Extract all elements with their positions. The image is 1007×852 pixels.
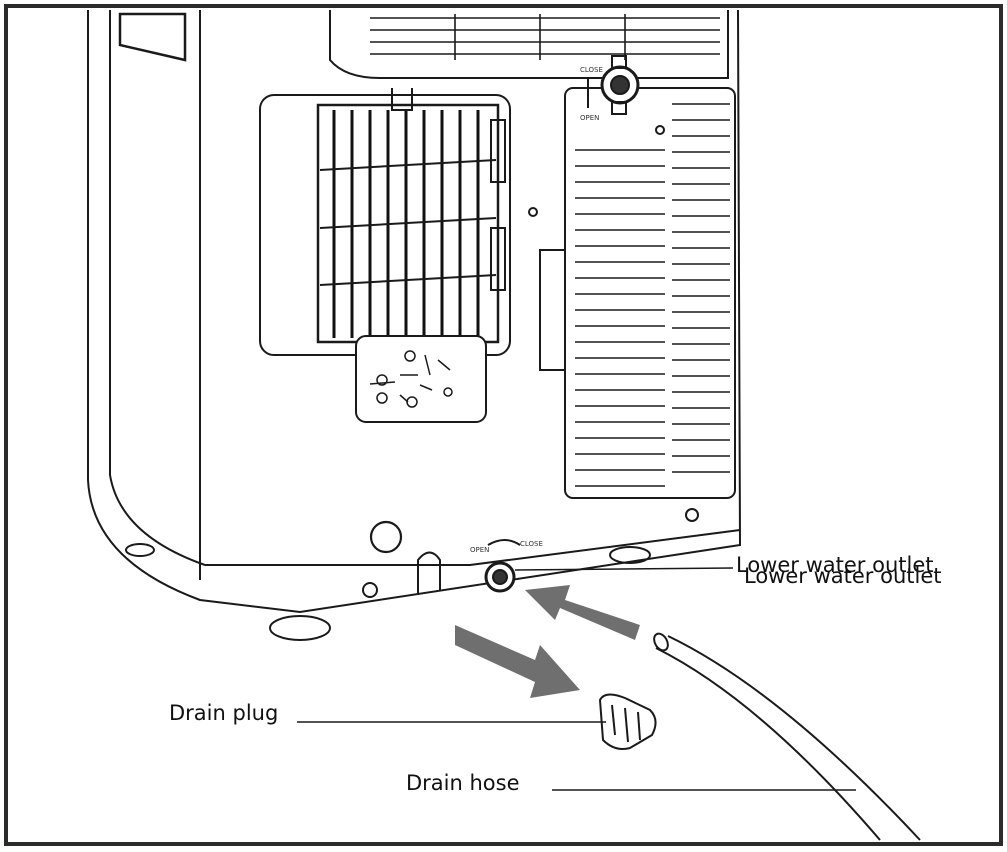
top-valve-open-marking: OPEN [580,114,599,122]
bottom-valve-open-marking: OPEN [470,546,489,554]
frame-border [4,4,1003,846]
lower-water-outlet-label: Lower water outlet [736,553,934,577]
leader-lines [297,567,856,791]
air-conditioner-unit [87,9,742,641]
drain-hose-label: Drain hose [406,771,520,795]
drain-plug-label: Drain plug [169,701,279,725]
lower-water-outlet-label-duplicate: Lower water outlet [744,564,942,588]
insert-hose-arrow [525,585,640,640]
lower-outlet-leader [514,567,734,571]
drain-hose-part [653,632,921,841]
remove-plug-arrow [455,625,580,698]
drain-plug-part [598,693,657,750]
top-valve-close-marking: CLOSE [580,66,603,74]
bottom-valve-close-marking: CLOSE [520,540,543,548]
